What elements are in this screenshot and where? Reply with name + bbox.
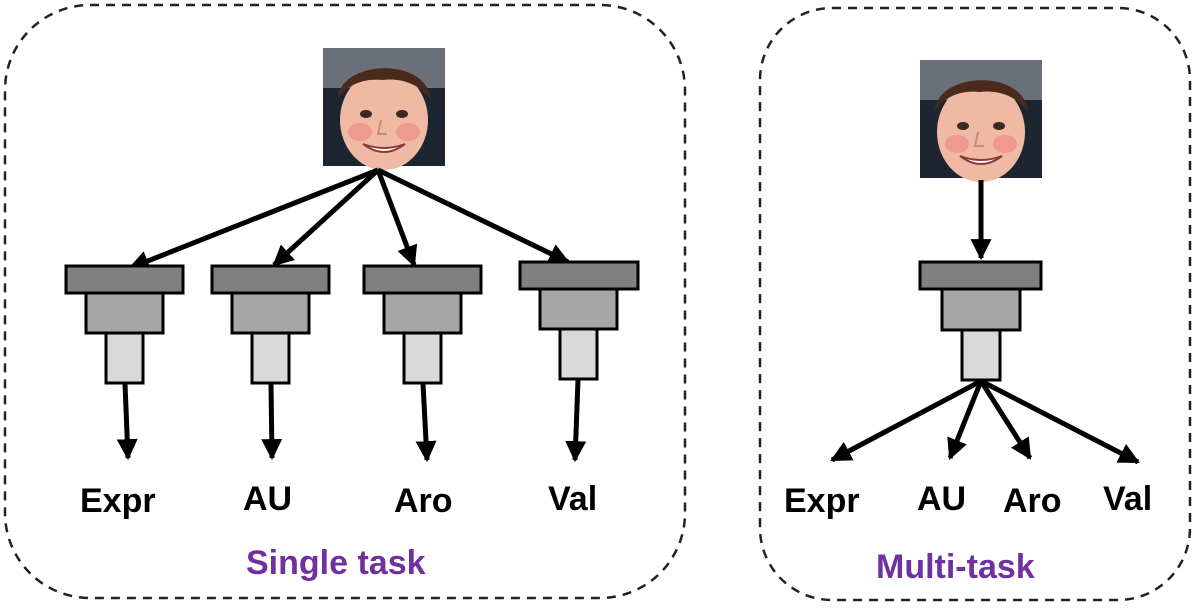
multi-task-input-image [919, 59, 1043, 183]
arrow-multi-val [979, 378, 1140, 465]
single-task-border [3, 3, 687, 600]
arrow-to-aro-net [375, 169, 418, 267]
single-output-aro: Aro [394, 482, 453, 520]
single-task-output-arrows [116, 379, 587, 463]
arrow-to-au-net [272, 168, 380, 267]
arrow-expr-output [116, 383, 138, 461]
multi-task-panel: Expr AU Aro Val Multi-task [758, 6, 1192, 602]
single-output-val: Val [548, 480, 597, 518]
network-block-expr [64, 264, 185, 385]
multi-task-caption: Multi-task [876, 548, 1035, 586]
multi-output-au: AU [917, 480, 966, 518]
single-output-expr: Expr [80, 482, 156, 520]
single-task-caption: Single task [246, 544, 426, 582]
arrow-au-output [261, 383, 283, 461]
single-task-panel: Expr AU Aro Val Single task [3, 3, 687, 600]
network-block-au [210, 264, 331, 385]
network-block-aro [362, 264, 483, 385]
arrow-aro-output [415, 383, 437, 463]
multi-output-val: Val [1103, 480, 1152, 518]
multi-task-output-arrows [830, 378, 1140, 465]
arrow-multi-au [947, 380, 984, 460]
arrow-to-expr-net [128, 167, 379, 271]
single-task-input-image [322, 47, 446, 171]
arrow-multi-expr [830, 378, 983, 463]
single-task-input-arrows [128, 167, 570, 271]
single-output-au: AU [243, 480, 292, 518]
shared-network-block [918, 260, 1043, 382]
network-block-val [518, 260, 640, 381]
arrow-to-val-net [376, 167, 570, 265]
arrow-multi-aro [978, 379, 1033, 460]
multi-output-expr: Expr [784, 482, 860, 520]
multi-output-aro: Aro [1003, 482, 1062, 520]
arrow-val-output [565, 379, 587, 463]
